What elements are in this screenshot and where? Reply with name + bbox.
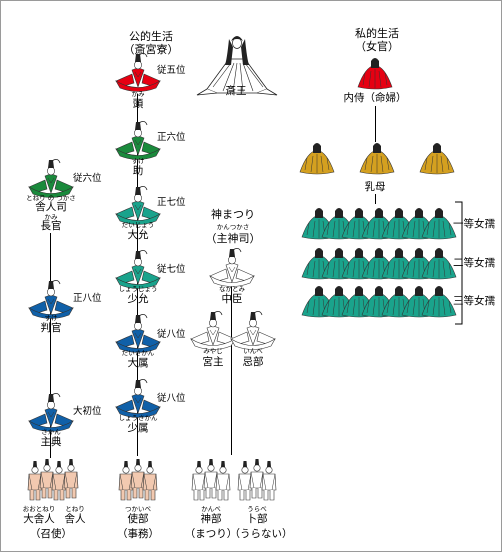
ruby-label: おおとねり [22, 505, 56, 513]
official-label: 舎人司 [35, 201, 67, 213]
official-label: 忌部 [242, 356, 264, 368]
worker-group-4 [237, 458, 277, 501]
group-label: （うらない） [229, 528, 293, 540]
official-figure [209, 247, 255, 287]
rank-label: 従八位 [157, 329, 186, 340]
ruby-label: だいじょう [121, 221, 155, 229]
official-figure [28, 158, 74, 198]
official-figure [230, 310, 276, 350]
ruby-label: さかん [41, 428, 61, 436]
rites-title: 神まつり [211, 208, 255, 221]
official-figure [28, 392, 74, 432]
rank-label: 正八位 [73, 293, 102, 304]
rank-label: 従六位 [73, 173, 102, 184]
ruby-label: しょうじょう [118, 285, 158, 293]
nyoju-row-1 [301, 207, 457, 240]
rank-label: 大初位 [73, 406, 102, 417]
official-label: 頭 [132, 98, 144, 110]
official-figure [115, 249, 161, 289]
nyoju-figures [301, 207, 457, 318]
public-subtitle: （斎宮寮） [123, 43, 179, 56]
official-figure [28, 279, 74, 319]
ruby-label: つかいべ [125, 505, 151, 513]
official-label: 宮主 [202, 356, 224, 368]
ruby-label: うらべ [247, 505, 267, 513]
official-label: 少允 [127, 293, 149, 305]
ruby-label: とねり の つかさ [26, 194, 76, 202]
nyoju-rank-2: 二等女孺 [453, 257, 495, 269]
private-title: 私的生活 [355, 27, 399, 40]
official-label: 判官 [40, 322, 62, 334]
line-rites [231, 282, 232, 455]
official-label: 大允 [127, 229, 149, 241]
official-figure [115, 185, 161, 225]
line-left [50, 233, 51, 458]
menoto-figures [299, 142, 455, 175]
ruby-label: とねり [65, 505, 85, 513]
worker-group-2 [118, 458, 158, 501]
nyoju-rank-1: 一等女孺 [453, 218, 495, 230]
rank-label: 従八位 [157, 393, 186, 404]
ruby-label: なかとみ [219, 285, 245, 293]
rank-label: 正六位 [157, 132, 186, 143]
worker-label: 卜部 [246, 513, 268, 525]
naishi-figure [357, 57, 393, 90]
ruby-label: みやじ [203, 347, 223, 355]
official-label: 主典 [40, 436, 62, 448]
official-figure [115, 52, 161, 92]
worker-label: 使部 [127, 513, 149, 525]
ruby-label: しょうさかん [118, 414, 158, 422]
official-label: 少属 [127, 422, 149, 434]
group-label: （召使） [30, 528, 72, 540]
rank-label: 正七位 [157, 197, 186, 208]
nyoju-row-3 [301, 285, 457, 318]
official-label: 長官 [40, 220, 62, 232]
private-subtitle: （女官） [355, 40, 399, 53]
line-private [375, 106, 376, 142]
rank-label: 従七位 [157, 264, 186, 275]
worker-label: 舎人 [64, 513, 86, 525]
ruby-label: かみ [44, 213, 58, 221]
ruby-label: だいさかん [121, 349, 155, 357]
official-figure [115, 378, 161, 418]
worker-label: 神部 [200, 513, 222, 525]
nyoju-bracket [455, 201, 463, 325]
nyoju-row-2 [301, 247, 457, 280]
ruby-label: いんべ [243, 347, 263, 355]
group-label: （まつり） [184, 528, 238, 540]
rites-ruby: かんつかさ [216, 223, 250, 231]
official-label: 助 [132, 165, 144, 177]
official-figure [115, 313, 161, 353]
ruby-label: かんべ [201, 505, 221, 513]
menoto-label: 乳母 [364, 181, 386, 193]
worker-group-1 [27, 458, 79, 501]
ruby-label: かみ [131, 90, 145, 98]
line-private-2 [375, 194, 376, 204]
saio-label: 斎王 [225, 85, 247, 97]
official-label: 中臣 [221, 293, 243, 305]
public-title: 公的生活 [129, 30, 173, 43]
rites-subtitle: （主神司） [205, 232, 261, 245]
saio-figure [196, 35, 278, 96]
official-label: 大属 [127, 357, 149, 369]
worker-label: 大舎人 [23, 513, 55, 525]
nyoju-rank-3: 三等女孺 [453, 295, 495, 307]
official-figure [115, 120, 161, 160]
worker-group-3 [191, 458, 231, 501]
ruby-label: すけ [44, 314, 58, 322]
group-label: （事務） [117, 528, 159, 540]
ruby-label: すけ [131, 157, 145, 165]
rank-label: 従五位 [157, 65, 186, 76]
naishi-label: 内侍（命婦） [343, 92, 407, 104]
